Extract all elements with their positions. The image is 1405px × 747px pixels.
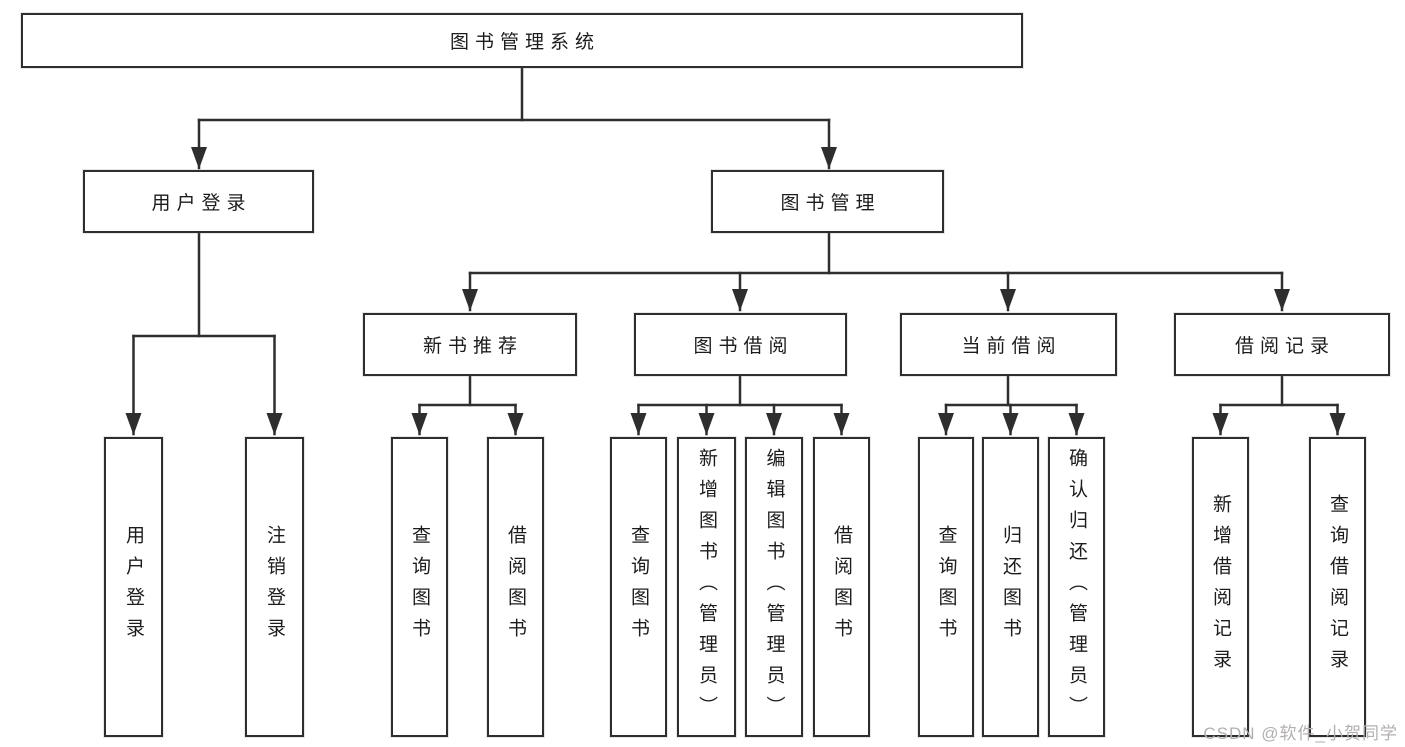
edge-currentborrow-to-children bbox=[938, 374, 1085, 436]
node-leaf-query-borrow-record: 查询借阅记录 bbox=[1309, 437, 1366, 737]
node-leaf-confirm-return-admin: 确认归还（管理员） bbox=[1048, 437, 1105, 737]
edge-borrowrecords-to-children bbox=[1212, 374, 1346, 436]
node-leaf-borrow-book: 借阅图书 bbox=[813, 437, 870, 737]
edge-bookmgmt-to-level3 bbox=[462, 231, 1290, 312]
node-leaf-query-book-current: 查询图书 bbox=[918, 437, 974, 737]
node-leaf-add-book-admin: 新增图书（管理员） bbox=[677, 437, 736, 737]
node-leaf-edit-book-admin: 编辑图书（管理员） bbox=[745, 437, 803, 737]
node-book-borrowing: 图书借阅 bbox=[634, 313, 847, 376]
edge-root-to-level2 bbox=[191, 66, 837, 170]
node-new-book-recommendation: 新书推荐 bbox=[363, 313, 577, 376]
node-leaf-query-book-borrow: 查询图书 bbox=[610, 437, 667, 737]
csdn-watermark: CSDN @软件_小贺同学 bbox=[1203, 724, 1398, 743]
edge-newbookrec-to-children bbox=[411, 374, 524, 436]
node-leaf-add-borrow-record: 新增借阅记录 bbox=[1192, 437, 1249, 737]
node-leaf-return-book: 归还图书 bbox=[982, 437, 1039, 737]
node-leaf-borrow-book-recommend: 借阅图书 bbox=[487, 437, 544, 737]
node-borrowing-records: 借阅记录 bbox=[1174, 313, 1390, 376]
node-leaf-query-book-recommend: 查询图书 bbox=[391, 437, 448, 737]
node-current-borrowing: 当前借阅 bbox=[900, 313, 1117, 376]
node-leaf-user-login: 用户登录 bbox=[104, 437, 163, 737]
node-leaf-logout: 注销登录 bbox=[245, 437, 304, 737]
edge-userlogin-to-children bbox=[125, 231, 283, 436]
node-user-login: 用户登录 bbox=[83, 170, 314, 233]
node-book-management: 图书管理 bbox=[711, 170, 944, 233]
edge-bookborrow-to-children bbox=[630, 374, 850, 436]
node-root-library-system: 图书管理系统 bbox=[21, 13, 1023, 68]
